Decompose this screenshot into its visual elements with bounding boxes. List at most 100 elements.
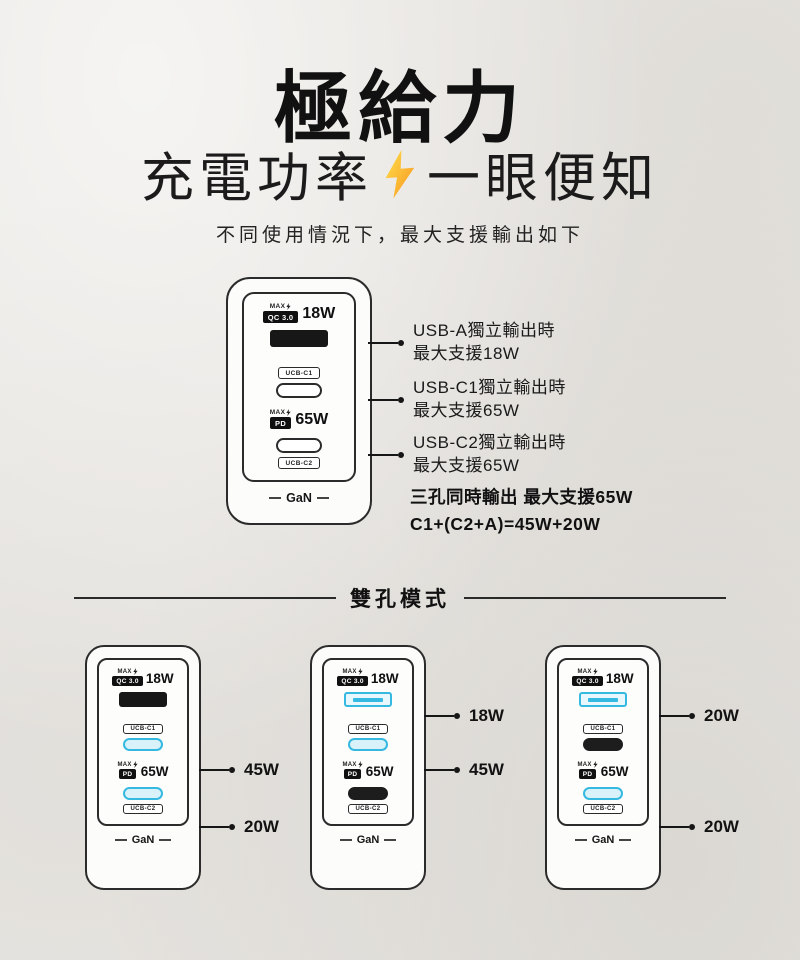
- qc-watt-row: MAX QC 3.0 18W: [262, 303, 336, 323]
- max-label: MAX: [117, 668, 138, 675]
- charger-face: MAX QC 3.0 18W UCB-C1 MAX PD 65W: [557, 658, 649, 826]
- gan-line: [269, 497, 282, 499]
- callout-dot: [454, 713, 460, 719]
- usb-a-watt-label: 18W: [605, 671, 634, 686]
- dual-mode-divider: 雙孔模式: [74, 583, 726, 613]
- charger-face: MAX QC 3.0 18W UCB-C1 MAX PD 65W: [242, 292, 356, 482]
- qc-badge: QC 3.0: [112, 676, 143, 686]
- pd-watt-row: MAX PD 65W: [270, 409, 329, 429]
- callout-line: [199, 769, 229, 771]
- gan-line: [619, 839, 632, 841]
- callout-line: [659, 826, 689, 828]
- callout-dot: [398, 339, 404, 346]
- gan-row: GaN: [339, 834, 397, 846]
- pd-badge: PD: [270, 417, 292, 429]
- usb-c1-port-active: [123, 738, 163, 751]
- gan-line: [114, 839, 127, 841]
- callout-line2: 最大支援65W: [413, 455, 520, 475]
- callout-line: [424, 769, 454, 771]
- max-text: MAX: [117, 761, 132, 768]
- summary-line1: 三孔同時輸出 最大支援65W: [410, 487, 633, 507]
- callout-dot: [398, 451, 404, 458]
- mini-bolt-icon: [286, 409, 292, 416]
- usb-c1-port-label: UCB-C1: [348, 724, 388, 734]
- watt-value: 20W: [704, 706, 739, 725]
- max-text: MAX: [117, 668, 132, 675]
- usb-a-port: [270, 330, 328, 347]
- qc-watt-row: MAX QC 3.0 18W: [112, 668, 174, 686]
- callout-line1: USB-A獨立輸出時: [413, 321, 555, 340]
- divider-line: [74, 597, 336, 599]
- gan-row: GaN: [574, 834, 632, 846]
- mini-bolt-icon: [133, 668, 138, 675]
- callout-line1: USB-C1獨立輸出時: [413, 378, 566, 397]
- usb-c2-port-label: UCB-C2: [123, 804, 163, 814]
- max-label: MAX: [270, 303, 292, 310]
- pd-watt-row: MAX PD 65W: [118, 761, 169, 779]
- qc-badge-stack: MAX QC 3.0: [262, 303, 299, 323]
- pd-watt-row: MAX PD 65W: [343, 761, 394, 779]
- max-text: MAX: [342, 668, 357, 675]
- callout-text: USB-A獨立輸出時 最大支援18W: [413, 320, 555, 366]
- max-text: MAX: [577, 761, 592, 768]
- usb-c2-port-active: [583, 787, 623, 800]
- max-text: MAX: [577, 668, 592, 675]
- callout-mode2-c1-watt: 45W: [424, 760, 504, 780]
- callout-dot: [689, 713, 695, 719]
- mini-bolt-icon: [133, 761, 138, 768]
- gan-row: GaN: [269, 491, 329, 505]
- qc-badge-stack: MAX QC 3.0: [572, 668, 603, 686]
- triple-output-summary: 三孔同時輸出 最大支援65W C1+(C2+A)=45W+20W: [410, 484, 633, 538]
- watt-value: 18W: [469, 706, 504, 725]
- subtitle-left: 充電功率: [141, 149, 373, 208]
- usb-c2-port: [276, 438, 322, 453]
- divider-label: 雙孔模式: [350, 588, 450, 611]
- page-title: 極給力: [273, 64, 526, 152]
- gan-line: [316, 497, 329, 499]
- pd-badge-stack: MAX PD: [578, 761, 598, 779]
- subtitle-right: 一眼便知: [427, 149, 659, 208]
- qc-watt-row: MAX QC 3.0 18W: [572, 668, 634, 686]
- usb-c1-port: [276, 383, 322, 398]
- pd-badge-stack: MAX PD: [118, 761, 138, 779]
- usb-c2-port-label: UCB-C2: [583, 804, 623, 814]
- callout-line: [424, 715, 454, 717]
- max-text: MAX: [342, 761, 357, 768]
- mini-bolt-icon: [358, 668, 363, 675]
- callout-line2: 最大支援18W: [413, 343, 520, 363]
- charger-dual-a-c1: MAX QC 3.0 18W UCB-C1 MAX PD 65W: [310, 645, 426, 890]
- charger-face: MAX QC 3.0 18W UCB-C1 MAX PD 65W: [322, 658, 414, 826]
- usb-a-watt-label: 18W: [370, 671, 399, 686]
- qc-watt-row: MAX QC 3.0 18W: [337, 668, 399, 686]
- pd-watt-label: 65W: [295, 411, 329, 428]
- callout-dot: [229, 767, 235, 773]
- mini-bolt-icon: [593, 761, 598, 768]
- callout-line2: 最大支援65W: [413, 400, 520, 420]
- usb-c2-port-label: UCB-C2: [348, 804, 388, 814]
- usb-a-watt-label: 18W: [145, 671, 174, 686]
- usb-a-watt-label: 18W: [302, 305, 336, 322]
- callout-text: USB-C2獨立輸出時 最大支援65W: [413, 432, 566, 478]
- pd-watt-row: MAX PD 65W: [578, 761, 629, 779]
- gan-line: [574, 839, 587, 841]
- usb-c1-port-inactive: [583, 738, 623, 751]
- callout-text: USB-C1獨立輸出時 最大支援65W: [413, 377, 566, 423]
- summary-line2: C1+(C2+A)=45W+20W: [410, 514, 601, 535]
- gan-label: GaN: [286, 491, 312, 505]
- max-text: MAX: [269, 303, 286, 310]
- pd-badge: PD: [578, 769, 597, 779]
- callout-mode3-a-watt: 20W: [659, 706, 739, 726]
- qc-badge: QC 3.0: [572, 676, 603, 686]
- callout-line: [368, 341, 398, 344]
- usb-c1-port-label: UCB-C1: [123, 724, 163, 734]
- callout-mode2-a-watt: 18W: [424, 706, 504, 726]
- gan-line: [339, 839, 352, 841]
- pd-badge: PD: [118, 769, 137, 779]
- pd-watt-label: 65W: [365, 764, 394, 779]
- lightning-bolt-icon: [385, 149, 415, 199]
- max-label: MAX: [577, 668, 598, 675]
- qc-badge: QC 3.0: [337, 676, 368, 686]
- callout-line1: USB-C2獨立輸出時: [413, 433, 566, 452]
- pd-watt-label: 65W: [600, 764, 629, 779]
